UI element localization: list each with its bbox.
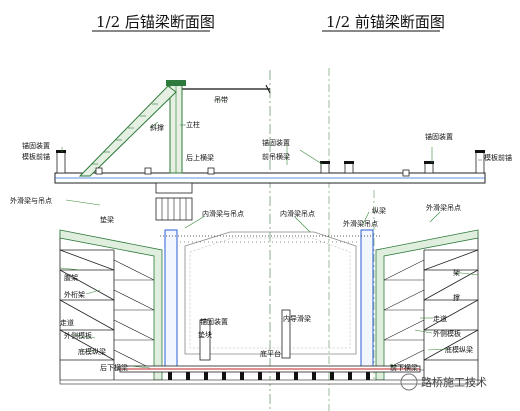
diagonal-brace-lacing bbox=[92, 103, 158, 165]
label-hanger: 吊带 bbox=[214, 96, 228, 104]
label-front-anchor-right: 模板前锚 bbox=[484, 153, 512, 162]
anchor-devices-top bbox=[56, 151, 485, 177]
watermark-text: 路桥施工技术 bbox=[421, 376, 487, 389]
label-bottom-rear-beam: 后下横梁 bbox=[100, 363, 128, 372]
label-outer-truss: 外桁架 bbox=[64, 290, 85, 299]
diagonal-brace bbox=[78, 85, 177, 177]
leader-lines bbox=[59, 99, 482, 369]
label-inner-top-form: 内导滑梁 bbox=[283, 314, 311, 323]
left-inner-plate bbox=[164, 229, 178, 371]
label-brace-r: 撑 bbox=[453, 293, 460, 302]
label-inner-slide-beam: 内滑梁吊点 bbox=[280, 209, 315, 218]
box-cell-inner bbox=[189, 237, 351, 349]
label-vertical-beam: 纵梁 bbox=[372, 206, 386, 215]
hanger-end bbox=[265, 84, 271, 94]
label-pad-low: 垫块 bbox=[198, 330, 212, 339]
label-outer-side-form-r: 外侧模板 bbox=[433, 329, 461, 338]
label-front-lower-beam-r: 底模纵梁 bbox=[445, 345, 473, 354]
label-outer-slide-left: 外滑梁与吊点 bbox=[10, 196, 52, 205]
label-anchor-device-mid: 锚固装置 bbox=[262, 138, 290, 147]
label-hinge-r: 架 bbox=[453, 269, 460, 277]
title-front-anchor-section: 1/2 前锚梁断面图 bbox=[326, 13, 445, 31]
label-bottom-form: 底平台 bbox=[260, 349, 281, 358]
left-web-form bbox=[59, 229, 163, 381]
label-anchor-device-left: 锚固装置 bbox=[22, 141, 50, 150]
bottom-rear-beam bbox=[59, 379, 479, 385]
anchor-device-caps bbox=[56, 150, 485, 164]
label-outer-side-form-l: 外侧模板 bbox=[64, 331, 92, 340]
column-base-ribs bbox=[161, 198, 187, 220]
label-diagonal-brace: 斜撑 bbox=[150, 123, 164, 132]
right-web-form bbox=[375, 229, 479, 381]
right-inner-plate bbox=[360, 229, 374, 371]
label-rear-anchor-left: 模板前锚 bbox=[22, 152, 50, 161]
bottom-beam-studs bbox=[168, 372, 370, 380]
label-pad-beam: 垫梁 bbox=[100, 215, 114, 224]
label-front-lift-beam: 前吊横梁 bbox=[262, 152, 290, 161]
label-front-lower-beam-l: 底模纵梁 bbox=[78, 347, 106, 356]
label-outer-slide-right: 外滑梁吊点 bbox=[426, 203, 461, 212]
label-walkway-l: 走道 bbox=[60, 318, 74, 327]
label-inner-slide-point: 内滑梁与吊点 bbox=[202, 209, 244, 218]
watermark-icon bbox=[400, 373, 418, 391]
title-rear-anchor-section: 1/2 后锚梁断面图 bbox=[96, 13, 215, 31]
inner-form-posts bbox=[199, 309, 291, 361]
left-web-truss-inner bbox=[113, 259, 155, 371]
label-bottom-front-beam: 前下横梁 bbox=[390, 363, 418, 372]
label-anchor-device-right: 锚固装置 bbox=[425, 132, 453, 141]
label-rear-upper-beam: 后上横梁 bbox=[186, 153, 214, 162]
label-column: 立柱 bbox=[186, 120, 200, 129]
box-cell-outline bbox=[184, 231, 357, 355]
column-cap bbox=[166, 80, 186, 86]
right-web-truss-inner bbox=[383, 259, 425, 371]
label-web-bar: 腹架 bbox=[64, 273, 78, 282]
label-anchor-device-low: 锚固装置 bbox=[200, 317, 228, 326]
label-outer-slide-point-r: 外滑梁吊点 bbox=[343, 219, 378, 228]
column-base-upper bbox=[155, 182, 193, 194]
label-walkway-r: 走道 bbox=[433, 314, 447, 323]
